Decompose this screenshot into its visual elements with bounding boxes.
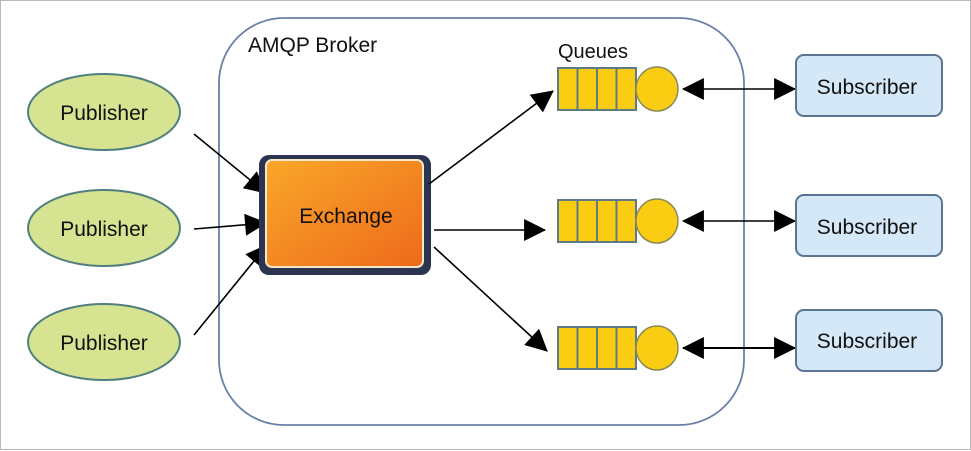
queue-slot [596, 199, 618, 243]
arrow-publisher-to-exchange [193, 244, 268, 336]
exchange-node[interactable]: Exchange [259, 155, 431, 275]
queue-slot [557, 199, 579, 243]
queue-node[interactable] [557, 66, 679, 112]
queues-group [557, 66, 679, 371]
subscriber-node[interactable]: Subscriber [795, 194, 943, 257]
queue-node[interactable] [557, 198, 679, 244]
subscriber-node[interactable]: Subscriber [795, 54, 943, 117]
exchange-box [265, 159, 424, 268]
queue-head [635, 198, 679, 244]
subscriber-node[interactable]: Subscriber [795, 309, 943, 372]
publisher-ellipse [27, 73, 181, 151]
broker-title: AMQP Broker [248, 34, 377, 57]
subscriber-box [795, 194, 943, 257]
subscriber-box [795, 309, 943, 372]
queue-slot [557, 326, 579, 370]
publisher-label: Publisher [60, 102, 148, 125]
arrow-exchange-to-queue [428, 90, 554, 185]
arrow-exchange-to-queue [433, 246, 548, 352]
exchange-label: Exchange [299, 205, 392, 228]
publisher-node[interactable]: Publisher [27, 73, 181, 151]
queues-label: Queues [558, 41, 628, 63]
queue-node[interactable] [557, 325, 679, 371]
publisher-label: Publisher [60, 332, 148, 355]
queue-slot [596, 67, 618, 111]
publisher-ellipse [27, 189, 181, 267]
subscriber-box [795, 54, 943, 117]
queue-slot [596, 326, 618, 370]
arrow-publisher-to-exchange [193, 213, 268, 236]
queue-head [635, 66, 679, 112]
queue-slot [615, 326, 637, 370]
subscriber-label: Subscriber [817, 216, 917, 239]
publisher-node[interactable]: Publisher [27, 189, 181, 267]
queue-slot [576, 67, 598, 111]
queue-slot [615, 67, 637, 111]
queue-head [635, 325, 679, 371]
publisher-ellipse [27, 303, 181, 381]
subscriber-label: Subscriber [817, 76, 917, 99]
subscriber-label: Subscriber [817, 330, 917, 353]
publisher-label: Publisher [60, 218, 148, 241]
queue-slot [576, 326, 598, 370]
queue-slot [576, 199, 598, 243]
queue-slot [557, 67, 579, 111]
arrow-publisher-to-exchange [193, 133, 267, 194]
publisher-node[interactable]: Publisher [27, 303, 181, 381]
queue-slot [615, 199, 637, 243]
